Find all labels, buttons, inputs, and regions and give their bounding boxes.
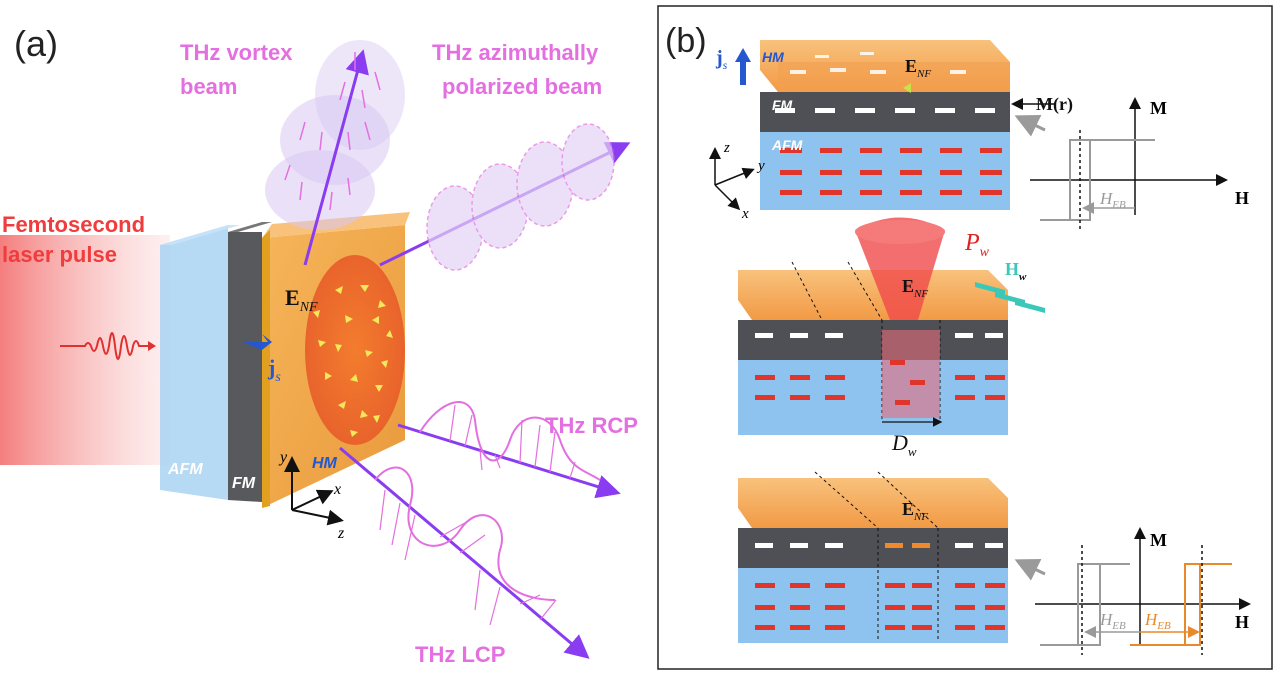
hw-label: Hw [1005, 259, 1027, 283]
spot-arrows [313, 285, 393, 437]
js-label-b: js [715, 47, 728, 72]
js-arrow-head-b [735, 48, 751, 62]
block-1: HM FM AFM ENF [760, 40, 1010, 210]
vortex-label-line2: beam [180, 74, 237, 99]
loop2-m-label: M [1150, 530, 1167, 550]
axis-x-label-b: x [741, 206, 749, 222]
hysteresis-loop-1 [1014, 97, 1228, 230]
panel-a: (a) Femtosecond laser pulse AFM FM HM [0, 23, 638, 667]
fm-label-b1: FM [772, 97, 793, 113]
laser-arrow-head [148, 341, 156, 351]
axis-y-b [714, 167, 755, 186]
hm-side-face [262, 230, 270, 508]
axis-z-label-a: z [337, 525, 345, 542]
loop1-h-label: H [1235, 188, 1249, 208]
axis-x-label-a: x [333, 481, 341, 498]
enf-label-b3: ENF [902, 499, 928, 523]
azimuthal-label-line1: THz azimuthally [432, 40, 599, 65]
laser-pulse-waveform [60, 332, 152, 360]
js-arrow-b [740, 60, 746, 85]
azimuthal-beam [379, 123, 631, 271]
pw-label: Pw [964, 230, 990, 260]
afm-label-a: AFM [167, 461, 203, 478]
js-arrow-a [243, 334, 272, 350]
dw-label: Dw [891, 430, 917, 459]
axis-z-a [291, 509, 344, 526]
vortex-label-line1: THz vortex [180, 40, 293, 65]
lcp-beam [339, 446, 590, 659]
axis-z-label-b: z [723, 140, 730, 156]
panel-b-frame [657, 5, 1273, 670]
loop2-h-label: H [1235, 612, 1249, 632]
laser-label-line1: Femtosecond [2, 212, 145, 237]
panel-b-label: (b) [665, 22, 707, 60]
panel-b: (b) HM FM A [657, 5, 1273, 670]
azimuthal-label-line2: polarized beam [442, 74, 602, 99]
hm-label-a: HM [312, 455, 338, 472]
axis-y-label-b: y [756, 158, 765, 174]
loop1-m-label: M [1150, 98, 1167, 118]
vortex-beam [265, 40, 405, 266]
loop2-heb-orange-label: HEB [1144, 610, 1171, 632]
enf-label-b2: ENF [902, 276, 928, 300]
lcp-label: THz LCP [415, 642, 505, 667]
loop2-heb-gray-label: HEB [1099, 610, 1126, 632]
afm-layer-panel-a [160, 225, 228, 500]
fm-label-a: FM [232, 475, 256, 492]
laser-spot [305, 255, 405, 445]
enf-label-a: ENF [285, 285, 318, 315]
block-2: ENF [738, 217, 1045, 435]
block-3: ENF [738, 471, 1008, 643]
axis-y-label-a: y [278, 449, 288, 466]
rcp-label: THz RCP [545, 413, 638, 438]
axis-x-a [291, 489, 334, 511]
hm-label-b1: HM [762, 49, 784, 65]
loop1-heb-label: HEB [1099, 189, 1126, 211]
enf-arrow-b1 [903, 83, 911, 93]
m-of-r-label: M(r) [1036, 94, 1073, 115]
axis-x-b [714, 184, 741, 211]
afm-top-face [160, 225, 240, 245]
enf-label-b1: ENF [905, 56, 931, 80]
rcp-beam [397, 401, 621, 499]
laser-label-line2: laser pulse [2, 242, 117, 267]
fm-layer-panel-a [228, 232, 262, 502]
laser-beam [0, 235, 170, 465]
hysteresis-loop-2 [1014, 527, 1251, 655]
fm-top-face [228, 222, 272, 232]
js-label-a: js [267, 355, 281, 385]
panel-a-label: (a) [14, 23, 58, 64]
afm-label-b1: AFM [771, 137, 803, 153]
